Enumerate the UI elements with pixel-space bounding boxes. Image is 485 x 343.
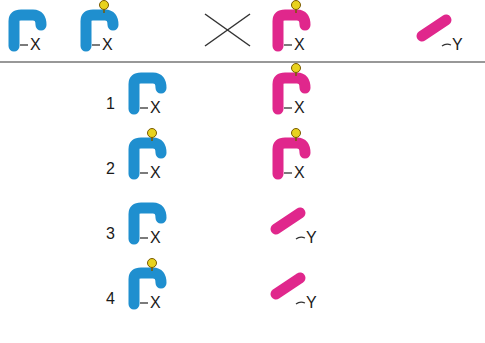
- y-chromosome: [276, 213, 305, 239]
- chromosome-label: X: [150, 99, 161, 117]
- chromosome-label: X: [30, 36, 41, 54]
- chromosome-label: X: [294, 99, 305, 117]
- chromosome-label: Y: [306, 229, 317, 247]
- cross-symbol: [205, 14, 250, 46]
- row-number: 4: [106, 290, 115, 308]
- row-number: 1: [106, 95, 115, 113]
- chromosome-label: X: [102, 36, 113, 54]
- chromosome-label: X: [294, 164, 305, 182]
- y-chromosome: [276, 278, 305, 304]
- y-chromosome: [422, 20, 451, 46]
- row-number: 3: [106, 225, 115, 243]
- row-number: 2: [106, 160, 115, 178]
- chromosome-label: X: [150, 294, 161, 312]
- chromosome-label: X: [150, 229, 161, 247]
- chromosome-label: X: [294, 36, 305, 54]
- divider-line: [0, 61, 485, 62]
- chromosome-label: Y: [452, 36, 463, 54]
- chromosome-label: X: [150, 164, 161, 182]
- chromosome-label: Y: [306, 294, 317, 312]
